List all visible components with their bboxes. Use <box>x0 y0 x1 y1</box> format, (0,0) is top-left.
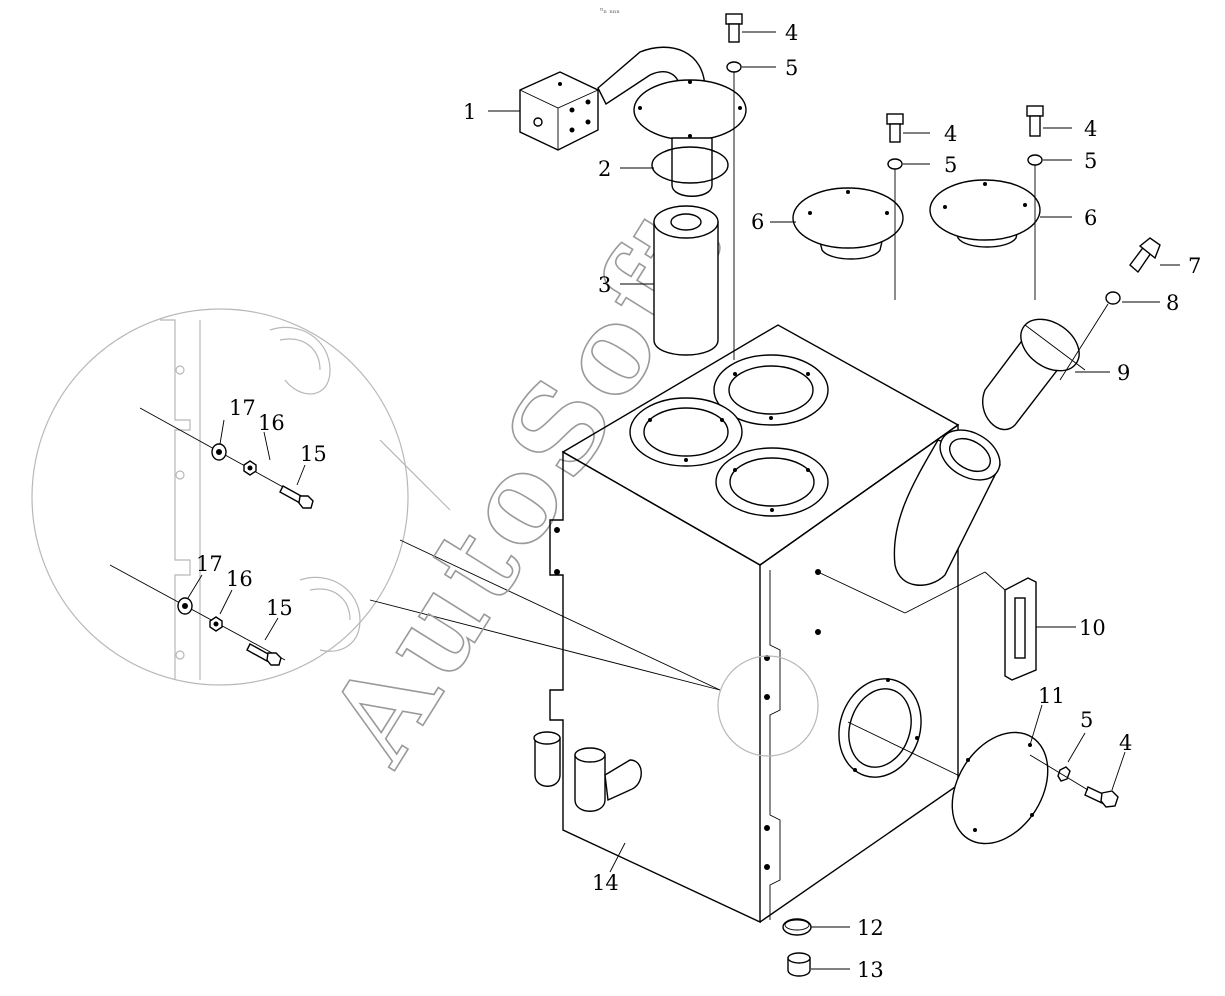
tank-body-14 <box>549 324 960 931</box>
callout-4: 4 <box>944 122 957 146</box>
part-10-sight-gauge <box>1004 577 1037 681</box>
callout-4: 4 <box>785 21 798 45</box>
callout-13: 13 <box>857 958 884 982</box>
part-6-cover-left <box>792 187 904 260</box>
callout-5: 5 <box>944 153 957 177</box>
part-3-filter-element <box>653 205 719 356</box>
bolt-15-lower <box>246 643 282 666</box>
callout-16: 16 <box>226 567 253 591</box>
callout-14: 14 <box>592 871 619 895</box>
bolt-4-mid <box>886 113 904 300</box>
callout-12: 12 <box>857 916 884 940</box>
callout-5: 5 <box>1080 708 1093 732</box>
bolt-15-upper <box>279 485 314 509</box>
callout-17: 17 <box>229 396 256 420</box>
part-1-flange-tube <box>633 79 747 197</box>
part-12-13-drain-plug <box>782 918 812 977</box>
side-inspection-port <box>838 678 969 781</box>
part-1-breather-block <box>519 46 706 151</box>
drain-fittings <box>533 731 642 812</box>
callout-4: 4 <box>1084 117 1097 141</box>
callout-11: 11 <box>1038 684 1065 708</box>
callout-17: 17 <box>196 552 223 576</box>
bolt-4-side <box>1029 754 1119 808</box>
part-2-gasket <box>651 146 729 184</box>
callout-2: 2 <box>598 157 611 181</box>
filler-neck <box>893 429 1001 586</box>
leader-lines <box>187 31 1180 970</box>
bolt-4-right <box>1026 105 1044 300</box>
callout-1: 1 <box>463 100 476 124</box>
callout-4: 4 <box>1119 731 1132 755</box>
callout-6: 6 <box>1084 206 1097 230</box>
callout-3: 3 <box>598 273 611 297</box>
part-9-strainer <box>982 318 1086 431</box>
part-11-side-cover <box>951 731 1049 845</box>
callout-10: 10 <box>1079 616 1106 640</box>
bolt-7 <box>1059 237 1161 381</box>
callout-5: 5 <box>1084 149 1097 173</box>
callout-8: 8 <box>1166 291 1179 315</box>
callout-16: 16 <box>258 411 285 435</box>
callout-15: 15 <box>266 596 293 620</box>
part-6-cover-right <box>929 179 1041 248</box>
callout-5: 5 <box>785 56 798 80</box>
callout-9: 9 <box>1117 361 1130 385</box>
bolt-4-top <box>725 13 743 360</box>
header-mark: ⁿₙ ₙₙₙ <box>600 6 620 15</box>
detail-magnified-view <box>31 308 721 691</box>
callout-6: 6 <box>751 210 764 234</box>
tank-top-ports <box>629 354 829 517</box>
callout-15: 15 <box>300 442 327 466</box>
callout-7: 7 <box>1188 254 1201 278</box>
